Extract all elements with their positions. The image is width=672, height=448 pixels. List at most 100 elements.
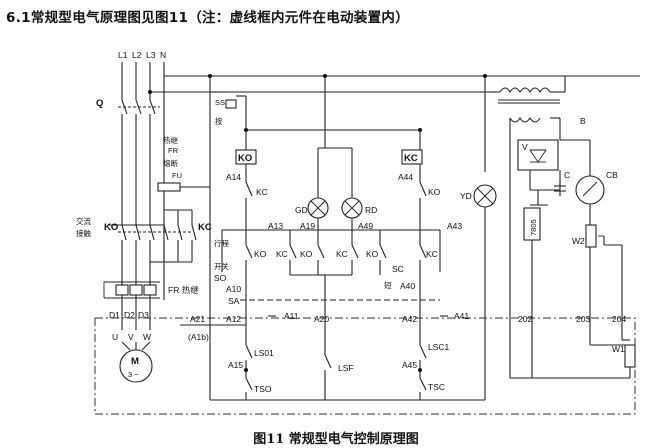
- lamp-yd: [440, 184, 497, 401]
- label-N: N: [160, 50, 166, 60]
- label-kc-coil: KC: [404, 153, 418, 164]
- label-a12: A12: [226, 314, 241, 324]
- label-204: 204: [612, 314, 626, 324]
- label-a10: A10: [226, 284, 241, 294]
- label-lsf: LSF: [338, 363, 354, 373]
- label-a20: A20: [314, 314, 329, 324]
- transformer-b: [490, 76, 566, 140]
- label-sa: SA: [228, 296, 240, 306]
- terminals: [509, 200, 636, 379]
- label-a15: A15: [228, 360, 243, 370]
- label-a43: A43: [447, 221, 462, 231]
- label-a44: A44: [398, 172, 413, 182]
- label-kc-c1: KC: [276, 249, 288, 259]
- label-fr: FR: [168, 146, 179, 155]
- label-w2: W2: [572, 236, 585, 246]
- label-v-phase: V: [128, 332, 134, 342]
- label-xingcheng: 行程: [214, 238, 229, 248]
- label-ko-c1: KO: [254, 249, 267, 259]
- label-ss: SS: [215, 98, 225, 107]
- label-w1: W1: [612, 344, 625, 354]
- label-kc-c3: KC: [426, 249, 438, 259]
- lamps-gd-rd: [307, 95, 363, 232]
- motor-m: [119, 341, 153, 383]
- label-b: B: [580, 116, 586, 126]
- contact-row: [221, 229, 441, 300]
- label-ko-nc1: KO: [428, 187, 441, 197]
- fuse-fu: [157, 102, 210, 300]
- label-m3: 3 ~: [128, 370, 139, 379]
- figure-caption: 图11 常规型电气控制原理图: [253, 432, 419, 447]
- label-contactor-1: 交流: [76, 216, 91, 226]
- label-gd: GD: [295, 205, 308, 215]
- supply-lines: [121, 62, 640, 200]
- label-L2: L2: [132, 50, 142, 60]
- regulator-7805: [523, 207, 541, 325]
- gauge-cb: [560, 139, 605, 225]
- label-d2: D2: [124, 310, 135, 320]
- label-reg: 7805: [529, 219, 538, 236]
- label-u: U: [112, 332, 118, 342]
- label-Q: Q: [96, 98, 103, 109]
- label-v-bridge: V: [522, 142, 528, 152]
- contactors-ko-kc: [108, 209, 197, 285]
- label-rd: RD: [365, 205, 377, 215]
- label-d3: D3: [138, 310, 149, 320]
- label-a42: A42: [402, 314, 417, 324]
- rectifier-v: [509, 139, 561, 206]
- label-d1: D1: [109, 310, 120, 320]
- breaker-q: [118, 99, 160, 225]
- label-a13: A13: [268, 221, 283, 231]
- label-duan: 短: [384, 280, 392, 290]
- coil-ko: [235, 130, 257, 230]
- label-ko-left: KO: [104, 222, 118, 233]
- label-a21: A21: [190, 314, 205, 324]
- label-a1b: (A1b): [188, 332, 209, 342]
- potentiometer-w2: [585, 224, 623, 325]
- label-a41: A41: [454, 311, 469, 321]
- ss-button: [210, 91, 422, 132]
- coil-kc: [401, 130, 427, 230]
- page-heading: 6.1常规型电气原理图见图11（注：虚线框内元件在电动装置内）: [6, 10, 410, 26]
- label-a11: A11: [284, 311, 299, 321]
- label-ls01: LS01: [254, 348, 274, 358]
- capacitor-c: [554, 180, 566, 196]
- label-cb: CB: [606, 170, 618, 180]
- label-c: C: [564, 170, 570, 180]
- label-w: W: [143, 332, 151, 342]
- label-m: M: [131, 356, 139, 367]
- label-a45: A45: [402, 360, 417, 370]
- label-a49: A49: [358, 221, 373, 231]
- label-202: 202: [518, 314, 532, 324]
- label-sc: SC: [392, 264, 404, 274]
- label-ko-c3: KO: [366, 249, 379, 259]
- label-lsc1: LSC1: [428, 342, 450, 352]
- thermal-relay-fr: [103, 281, 160, 330]
- limit-torque-switches: [244, 325, 440, 401]
- label-L3: L3: [146, 50, 156, 60]
- label-fr-top: 热继: [163, 135, 178, 145]
- label-a14: A14: [226, 172, 241, 182]
- label-kc-left: KC: [198, 222, 212, 233]
- label-contactor-2: 接触: [76, 228, 91, 238]
- label-a40: A40: [400, 281, 415, 291]
- control-left: [180, 200, 246, 401]
- label-kc-nc1: KC: [256, 187, 268, 197]
- selector-sa: [240, 299, 448, 325]
- label-kaiguan: 开关: [214, 261, 229, 271]
- label-fuse: 熔断: [163, 158, 178, 168]
- label-fr-left: FR 热继: [168, 285, 199, 295]
- label-an: 按: [215, 116, 223, 126]
- label-L1: L1: [118, 50, 128, 60]
- label-yd: YD: [460, 191, 472, 201]
- label-203: 203: [576, 314, 590, 324]
- label-a19: A19: [300, 221, 315, 231]
- label-ko-coil: KO: [238, 153, 252, 164]
- label-kc-c2: KC: [336, 249, 348, 259]
- label-so: SO: [214, 273, 227, 283]
- label-fu: FU: [172, 171, 182, 180]
- label-tsc: TSC: [428, 382, 445, 392]
- label-tso: TSO: [254, 384, 272, 394]
- label-ko-c2: KO: [300, 249, 313, 259]
